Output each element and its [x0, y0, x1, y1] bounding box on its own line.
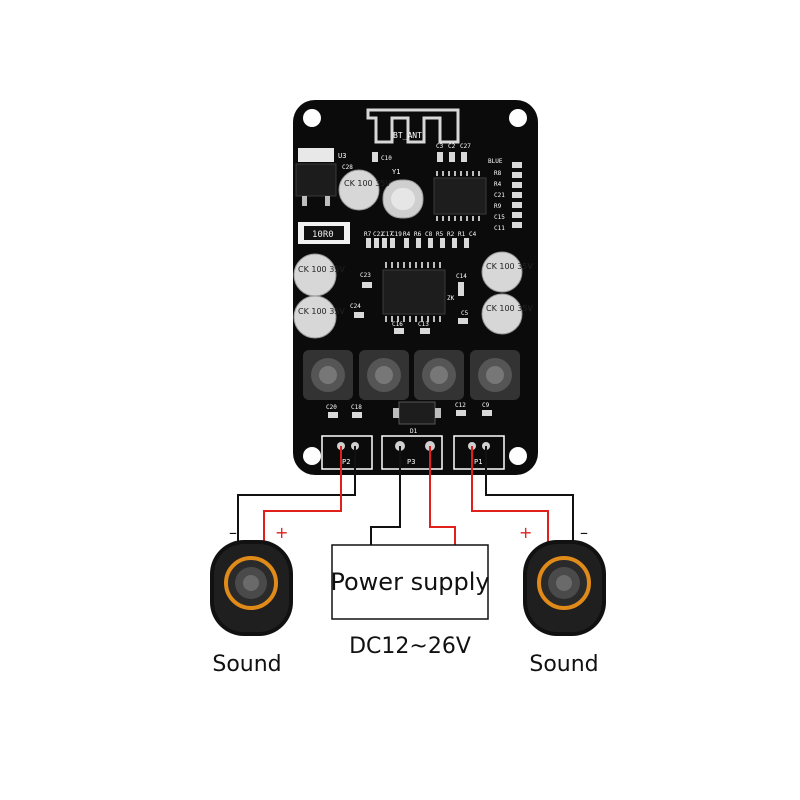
cap-label: C27	[460, 143, 471, 150]
wire-right-black	[485, 446, 574, 545]
wire-left-black	[237, 446, 356, 545]
cap-label: C12	[455, 402, 466, 409]
cap-label: C14	[456, 273, 467, 280]
amplifier-chip: ZK	[382, 262, 455, 322]
cap-label: R4	[403, 231, 411, 238]
voltage-regulator: U3	[295, 148, 346, 206]
bluetooth-chip	[433, 171, 487, 221]
silkscreen-labels: C28 C10 C23 C24 C16 C13 C5 C20 C18 C12 C…	[326, 143, 505, 435]
diode-label: D1	[410, 428, 418, 435]
cap-label: C17	[382, 231, 393, 238]
minus-sign-right: –	[580, 523, 588, 542]
cap-label: C8	[425, 231, 433, 238]
bluetooth-antenna: BT_ANT	[366, 108, 460, 144]
electrolytic-capacitor: CK 100 35V	[481, 293, 533, 335]
cap-label: R7	[364, 231, 372, 238]
antenna-label: BT_ANT	[393, 131, 422, 140]
inductor	[303, 350, 353, 400]
mount-hole-br	[509, 447, 527, 465]
electrolytic-capacitor: CK 100 35V	[293, 295, 345, 339]
wire-left-red	[263, 446, 342, 545]
smd-components	[328, 152, 522, 418]
cap-label: C2	[448, 143, 456, 150]
minus-sign-left: –	[229, 523, 237, 542]
crystal-label: Y1	[392, 168, 400, 176]
cap-label: C20	[326, 404, 337, 411]
mount-hole-tr	[509, 109, 527, 127]
cap-label: C28	[342, 164, 353, 171]
voltage-label: DC12~26V	[349, 634, 471, 659]
cap-label: C9	[482, 402, 490, 409]
plus-sign-right: +	[519, 523, 532, 542]
right-label: R8	[494, 170, 502, 177]
plus-sign-left: +	[275, 523, 288, 542]
wire-supply-red	[429, 446, 456, 545]
electrolytic-capacitor: CK 100 35V	[481, 251, 533, 293]
wire-supply-black	[370, 446, 401, 545]
power-supply-box: Power supply	[330, 544, 490, 620]
diode	[393, 401, 441, 425]
right-label: R9	[494, 203, 502, 210]
cap-label: C24	[350, 303, 361, 310]
right-label: C21	[494, 192, 505, 199]
right-label: C15	[494, 214, 505, 221]
terminal-label: P2	[342, 458, 350, 466]
inductor	[470, 350, 520, 400]
cap-label: R5	[436, 231, 444, 238]
cap-label: R2	[447, 231, 455, 238]
speaker-left-label: Sound	[212, 652, 281, 677]
wire-right-red	[471, 446, 549, 545]
svg-text:CK 100 35V: CK 100 35V	[298, 307, 345, 316]
inductor	[414, 350, 464, 400]
amplifier-board: BT_ANT U3 10R0 Y1	[293, 100, 538, 475]
svg-text:CK 100 35V: CK 100 35V	[486, 262, 533, 271]
cap-label: C19	[391, 231, 402, 238]
regulator-label: U3	[338, 152, 346, 160]
power-resistor: 10R0	[298, 222, 350, 244]
cap-label: C4	[469, 231, 477, 238]
terminal-label: P1	[474, 458, 482, 466]
svg-text:CK 100 35V: CK 100 35V	[344, 179, 391, 188]
svg-text:CK 100 35V: CK 100 35V	[486, 304, 533, 313]
cap-label: C5	[461, 310, 469, 317]
resistor-label: 10R0	[312, 230, 334, 240]
ic-label: ZK	[447, 295, 455, 302]
mount-hole-tl	[303, 109, 321, 127]
cap-label: C3	[436, 143, 444, 150]
speaker-left	[210, 540, 293, 636]
electrolytic-capacitor: CK 100 35V	[338, 169, 391, 211]
cap-label: C18	[351, 404, 362, 411]
cap-label: C22	[373, 231, 384, 238]
crystal-oscillator: Y1	[382, 168, 424, 219]
cap-label: R6	[414, 231, 422, 238]
right-label: R4	[494, 181, 502, 188]
right-label: C11	[494, 225, 505, 232]
cap-label: C16	[392, 321, 403, 328]
svg-text:CK 100 35V: CK 100 35V	[298, 265, 345, 274]
cap-label: C23	[360, 272, 371, 279]
speaker-right	[523, 540, 606, 636]
mount-hole-bl	[303, 447, 321, 465]
inductor	[359, 350, 409, 400]
terminal-label: P3	[407, 458, 415, 466]
cap-label: C10	[381, 155, 392, 162]
cap-label: C13	[418, 321, 429, 328]
terminal-p2: P2	[321, 435, 373, 470]
power-supply-label: Power supply	[330, 568, 489, 596]
speaker-right-label: Sound	[529, 652, 598, 677]
cap-label: R1	[458, 231, 466, 238]
right-label: BLUE	[488, 158, 503, 165]
